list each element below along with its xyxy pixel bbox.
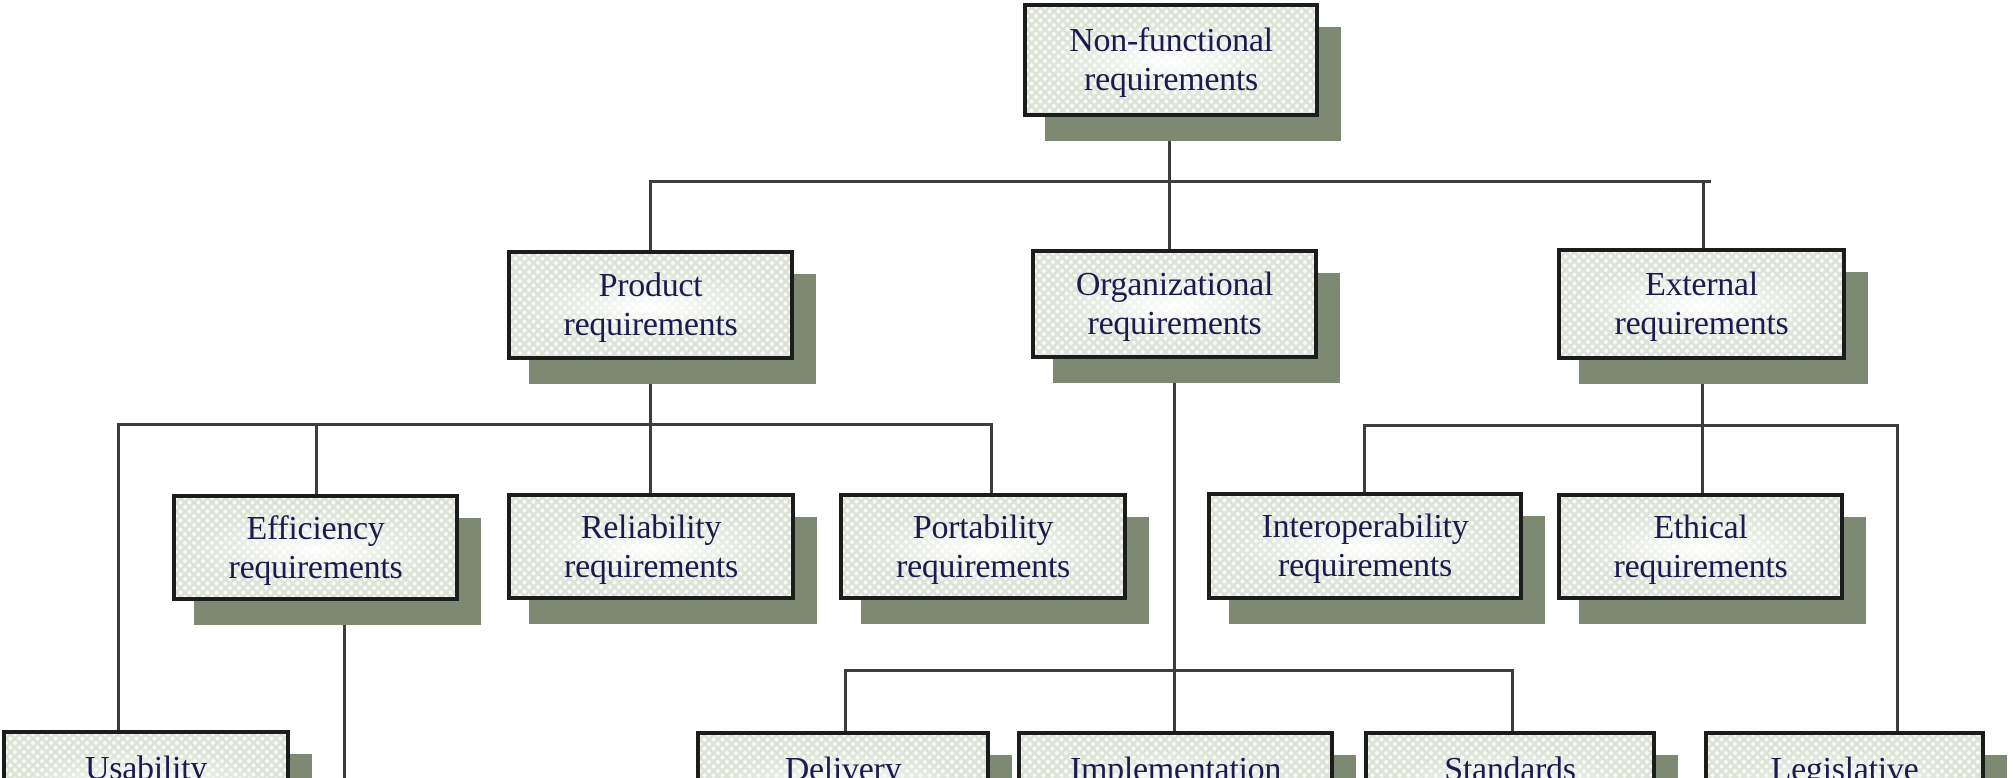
node-interoperability-requirements: Interoperability requirements — [1207, 492, 1523, 600]
node-label: Interoperability requirements — [1261, 508, 1469, 584]
node-reliability-requirements: Reliability requirements — [507, 493, 795, 600]
node-delivery: Delivery — [696, 731, 990, 778]
node-portability-requirements: Portability requirements — [839, 493, 1127, 600]
node-usability: Usability — [2, 730, 290, 778]
connector-level1-horizontal — [649, 180, 1711, 183]
node-standards: Standards — [1364, 731, 1656, 778]
node-label: Reliability requirements — [564, 508, 738, 585]
node-label: Ethical requirements — [1613, 508, 1788, 585]
connector-drop-product — [649, 180, 652, 250]
node-label: Legislative — [1770, 751, 1919, 778]
node-ethical-requirements: Ethical requirements — [1557, 493, 1844, 600]
node-label: Portability requirements — [896, 508, 1070, 585]
connector-drop-portability — [990, 423, 993, 493]
connector-drop-delivery — [844, 669, 847, 731]
connector-root-to-level1 — [1168, 117, 1171, 249]
node-label: Efficiency requirements — [228, 509, 403, 586]
node-product-requirements: Product requirements — [507, 250, 794, 360]
node-label: Implementation — [1069, 751, 1282, 778]
node-label: Product requirements — [563, 267, 738, 343]
node-implementation: Implementation — [1017, 731, 1334, 778]
node-non-functional-requirements: Non-functional requirements — [1023, 3, 1319, 117]
node-label: External requirements — [1614, 266, 1789, 342]
connector-product-to-children — [649, 360, 652, 493]
node-label: Non-functional requirements — [1069, 22, 1273, 98]
connector-product-children-horizontal — [117, 423, 993, 426]
node-external-requirements: External requirements — [1557, 248, 1846, 360]
connector-drop-external — [1702, 180, 1705, 248]
connector-efficiency-to-children — [343, 601, 346, 778]
connector-drop-efficiency — [315, 423, 318, 494]
node-legislative: Legislative — [1704, 731, 1985, 778]
connector-external-children-horizontal — [1363, 424, 1899, 427]
node-efficiency-requirements: Efficiency requirements — [172, 494, 459, 601]
node-label: Delivery — [784, 751, 902, 778]
connector-drop-usability — [117, 423, 120, 730]
node-label: Organizational requirements — [1075, 266, 1274, 342]
node-organizational-requirements: Organizational requirements — [1031, 249, 1318, 359]
connector-organizational-to-children — [1173, 359, 1176, 731]
node-label: Standards — [1444, 751, 1576, 778]
node-label: Usability — [85, 750, 207, 778]
connector-drop-standards — [1511, 669, 1514, 731]
connector-organizational-children-horizontal — [844, 669, 1514, 672]
connector-drop-legislative — [1896, 424, 1899, 731]
connector-drop-interoperability — [1363, 424, 1366, 492]
